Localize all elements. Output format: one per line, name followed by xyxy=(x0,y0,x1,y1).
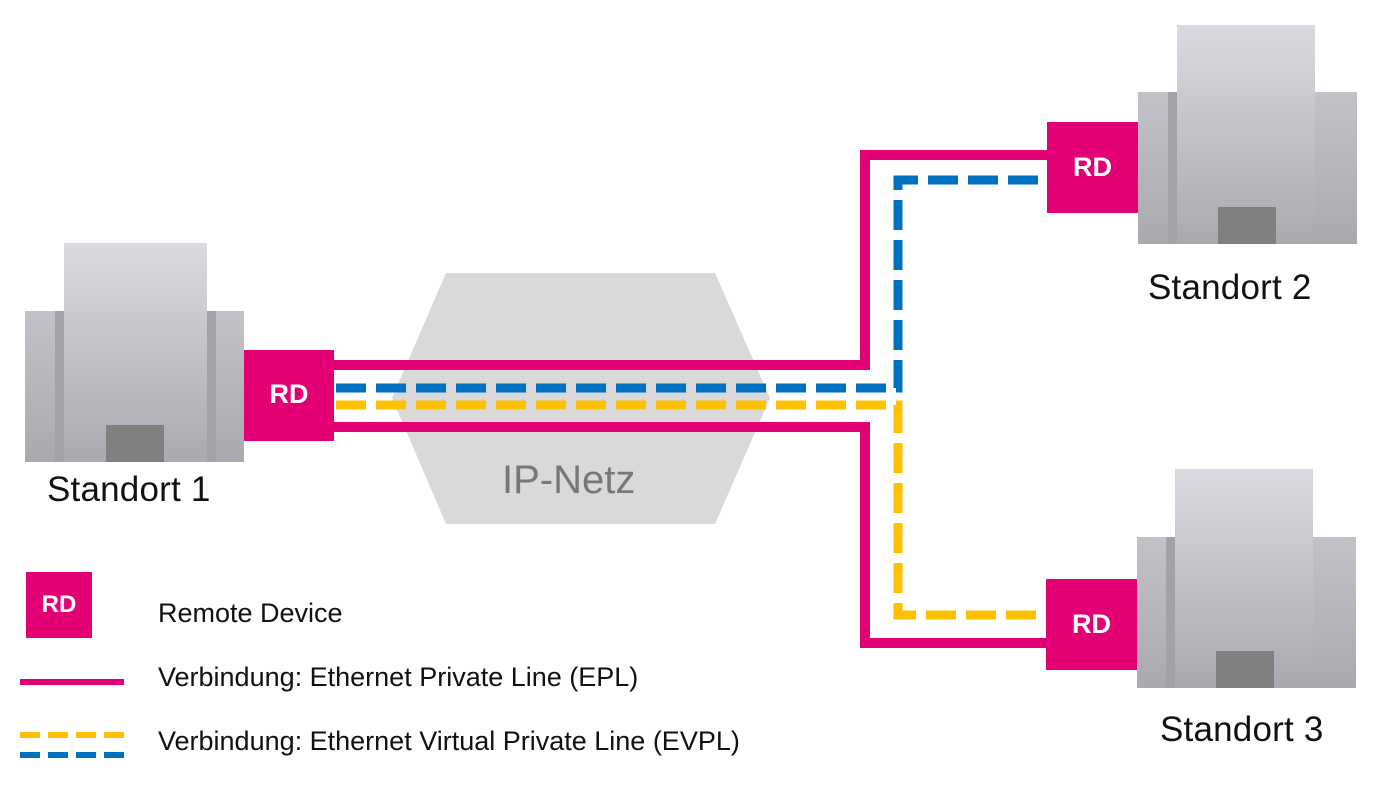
remote-device-label-standort-2: RD xyxy=(1073,152,1112,182)
building-icon-standort-3 xyxy=(1137,469,1356,688)
evpl-line-yellow-standort-3 xyxy=(336,400,1048,620)
building-icon-standort-1 xyxy=(25,243,244,462)
site-label-standort-1: Standort 1 xyxy=(47,470,211,509)
remote-device-box-standort-1 xyxy=(244,350,334,441)
epl-line-standort-3 xyxy=(333,422,1050,648)
epl-line-standort-2 xyxy=(333,150,1050,370)
legend-rd-symbol-label: RD xyxy=(41,591,77,618)
ip-network-cloud xyxy=(392,273,770,524)
evpl-line-blue-standort-2 xyxy=(336,175,1048,393)
legend-label-evpl: Verbindung: Ethernet Virtual Private Lin… xyxy=(158,726,740,756)
remote-device-label-standort-3: RD xyxy=(1072,609,1111,639)
remote-device-box-standort-2 xyxy=(1047,122,1138,213)
remote-device-label-standort-1: RD xyxy=(269,379,309,409)
legend-label-epl: Verbindung: Ethernet Private Line (EPL) xyxy=(158,662,639,692)
site-label-standort-2: Standort 2 xyxy=(1148,268,1312,307)
site-label-standort-3: Standort 3 xyxy=(1160,710,1324,749)
building-icon-standort-2 xyxy=(1138,25,1357,244)
legend-rd-symbol xyxy=(26,572,92,638)
legend-label-remote-device: Remote Device xyxy=(158,598,343,628)
ip-network-label: IP-Netz xyxy=(502,458,636,502)
remote-device-box-standort-3 xyxy=(1046,579,1137,670)
